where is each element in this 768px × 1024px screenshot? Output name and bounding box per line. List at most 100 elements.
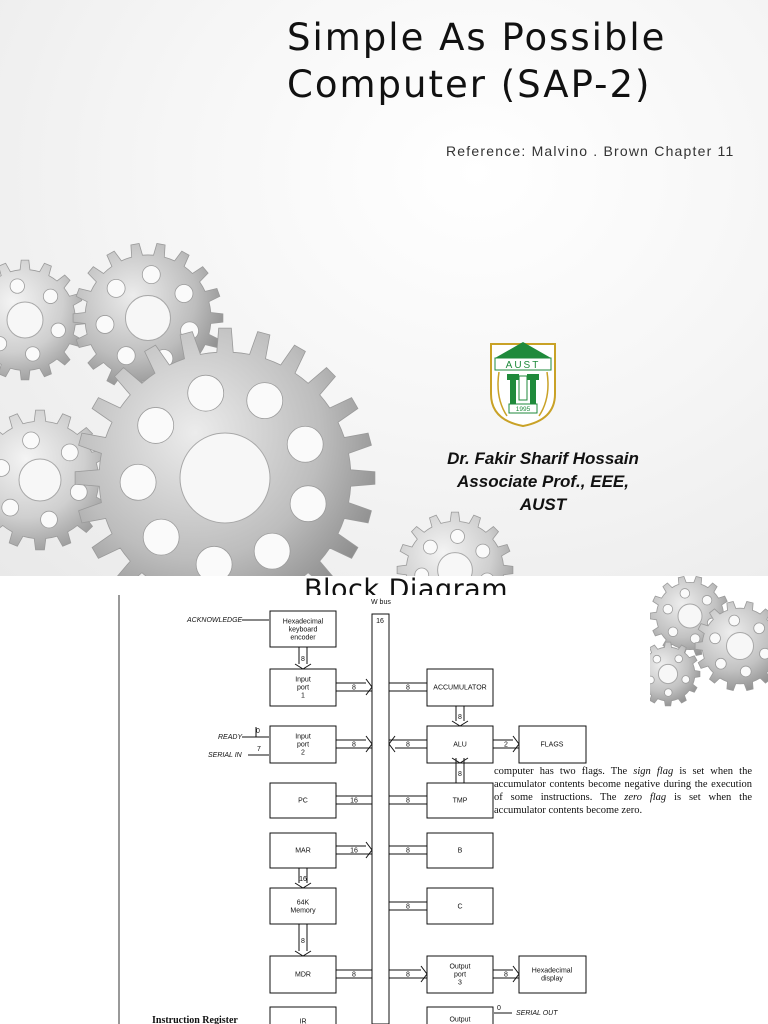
- block-label: TMP: [453, 798, 468, 805]
- b-register-block: B: [426, 832, 494, 869]
- block-label: MAR: [295, 848, 311, 855]
- bus-width-label: 8: [301, 656, 305, 663]
- bus-width-label: 16: [350, 848, 358, 855]
- mdr-block: MDR: [269, 955, 337, 994]
- connector-line: [294, 663, 304, 670]
- serial-out-bit-label: 0: [497, 1005, 501, 1012]
- bus-width-label: 8: [406, 848, 410, 855]
- title-slide: Simple As Possible Computer (SAP-2) Refe…: [0, 0, 768, 576]
- block-label: MDR: [295, 972, 311, 979]
- connector-line: [512, 965, 520, 975]
- serial-in-bits-label: 7: [257, 746, 261, 753]
- serial-in-signal-label: SERIAL IN: [208, 752, 243, 759]
- gears-corner-icon: [640, 576, 768, 707]
- connector-line: [388, 735, 396, 745]
- block-label: IR: [300, 1019, 307, 1024]
- accumulator-block: ACCUMULATOR: [426, 668, 494, 707]
- gear-icon: [0, 259, 86, 381]
- block-label: FLAGS: [541, 742, 564, 749]
- svg-text:AUST: AUST: [506, 360, 541, 371]
- bus-width-label: 2: [504, 742, 508, 749]
- bus-width-label: 16: [350, 798, 358, 805]
- connector-line: [294, 882, 304, 889]
- w-bus: [371, 613, 390, 1024]
- bus-width-label: 8: [352, 742, 356, 749]
- connector-line: [302, 882, 312, 889]
- bus-width-label: 8: [301, 938, 305, 945]
- block-label: PC: [298, 798, 308, 805]
- connector-line: [420, 965, 428, 975]
- connector-line: [420, 973, 428, 983]
- tmp-block: TMP: [426, 782, 494, 819]
- ready-bit-label: 0: [256, 728, 260, 735]
- author-institution: AUST: [519, 495, 567, 514]
- aust-logo-icon: AUST 1995: [490, 342, 556, 428]
- bus-width-label: 8: [458, 714, 462, 721]
- mar-block: MAR: [269, 832, 337, 869]
- author-name: Dr. Fakir Sharif Hossain: [447, 449, 639, 468]
- caption-zero-flag: zero flag: [624, 792, 667, 803]
- bus-width-label: 8: [458, 771, 462, 778]
- bus-width-label: 16: [299, 876, 307, 883]
- presentation-title: Simple As Possible Computer (SAP-2): [287, 16, 667, 106]
- author-position: Associate Prof., EEE,: [457, 472, 629, 491]
- connector-line: [294, 950, 304, 957]
- gear-icon: [396, 511, 514, 576]
- connector-line: [365, 678, 373, 688]
- connector-line: [302, 950, 312, 957]
- connector-line: [365, 849, 373, 859]
- bus-width-label: 8: [406, 798, 410, 805]
- caption-text-3: is set when the accumulator contents bec…: [494, 792, 752, 816]
- gear-icon: [694, 601, 768, 691]
- connector-line: [459, 720, 469, 727]
- bus-width-label: 8: [352, 685, 356, 692]
- bus-width-label: 8: [406, 904, 410, 911]
- connector-line: [388, 743, 396, 753]
- caption-sign-flag: sign flag: [633, 766, 674, 777]
- c-register-block: C: [426, 887, 494, 925]
- block-label: C: [457, 904, 462, 911]
- connector-line: [302, 663, 312, 670]
- connector-line: [365, 686, 373, 696]
- connector-line: [451, 720, 461, 727]
- connector-line: [451, 757, 461, 764]
- ready-signal-label: READY: [218, 734, 243, 741]
- connector-line: [459, 757, 469, 764]
- bus-width-label: 8: [406, 685, 410, 692]
- bus-width-label: 8: [504, 972, 508, 979]
- connector-line: [365, 841, 373, 851]
- block-label: ALU: [453, 742, 467, 749]
- gears-decoration-icon: [0, 243, 514, 576]
- block-label: B: [458, 848, 463, 855]
- ir-block: IR: [269, 1006, 337, 1024]
- pc-block: PC: [269, 782, 337, 819]
- flags-caption: computer has two flags. The sign flag is…: [494, 765, 752, 817]
- block-label: ACCUMULATOR: [433, 685, 486, 692]
- output-port-4-block: Output: [426, 1006, 494, 1024]
- connector-line: [512, 743, 520, 753]
- acknowledge-signal-label: ACKNOWLEDGE: [186, 617, 243, 624]
- connector-line: [512, 735, 520, 745]
- serial-out-signal-label: SERIAL OUT: [516, 1010, 558, 1017]
- author-block: Dr. Fakir Sharif Hossain Associate Prof.…: [428, 447, 658, 516]
- alu-block: ALU: [426, 725, 494, 764]
- svg-text:1995: 1995: [516, 406, 531, 413]
- connector-line: [365, 735, 373, 745]
- connector-line: [512, 973, 520, 983]
- gear-icon: [640, 641, 701, 707]
- instruction-register-label: Instruction Register: [152, 1015, 238, 1024]
